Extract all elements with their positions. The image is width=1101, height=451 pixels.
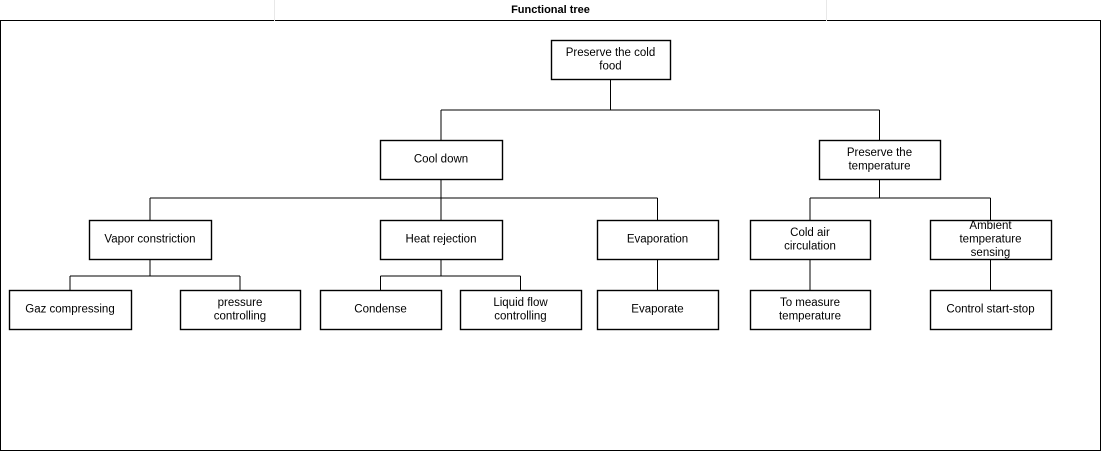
tree-node-box[interactable] [596,219,720,261]
title-tick-left [274,0,275,21]
tree-node-box[interactable] [319,289,443,331]
page-title: Functional tree [511,3,590,16]
tree-node-label: Cool down [414,154,468,166]
tree-node-box[interactable] [929,289,1053,331]
tree-node-box[interactable] [550,39,672,81]
tree-node-label: Evaporation [627,234,688,246]
tree-node-box[interactable] [379,219,504,261]
tree-node[interactable]: Cool down [379,139,504,181]
tree-node-label: Gaz compressing [25,304,114,316]
tree-node[interactable]: Heat rejection [379,219,504,261]
tree-node-box[interactable] [459,289,583,331]
tree-node[interactable]: Control start-stop [929,289,1053,331]
tree-node-box[interactable] [749,289,872,331]
tree-links-layer [69,79,992,290]
tree-node-box[interactable] [8,289,133,331]
tree-node-label: Condense [354,304,406,316]
tree-node-label: Control start-stop [946,304,1034,316]
tree-node[interactable]: Vapor constriction [88,219,213,261]
tree-node-label: Vapor constriction [104,234,195,246]
tree-node-box[interactable] [179,289,302,331]
window-title-bar: Functional tree [0,0,1101,21]
title-tick-right [826,0,827,21]
tree-node-box[interactable] [929,219,1053,261]
tree-node-label: Evaporate [631,304,683,316]
tree-node-box[interactable] [88,219,213,261]
tree-node-box[interactable] [818,139,942,181]
tree-node[interactable]: Condense [319,289,443,331]
tree-node-box[interactable] [596,289,720,331]
tree-node-box[interactable] [749,219,872,261]
tree-node[interactable]: Evaporation [596,219,720,261]
tree-node[interactable]: Evaporate [596,289,720,331]
tree-node-box[interactable] [379,139,504,181]
tree-node[interactable]: Gaz compressing [8,289,133,331]
tree-node-label: Heat rejection [406,234,477,246]
